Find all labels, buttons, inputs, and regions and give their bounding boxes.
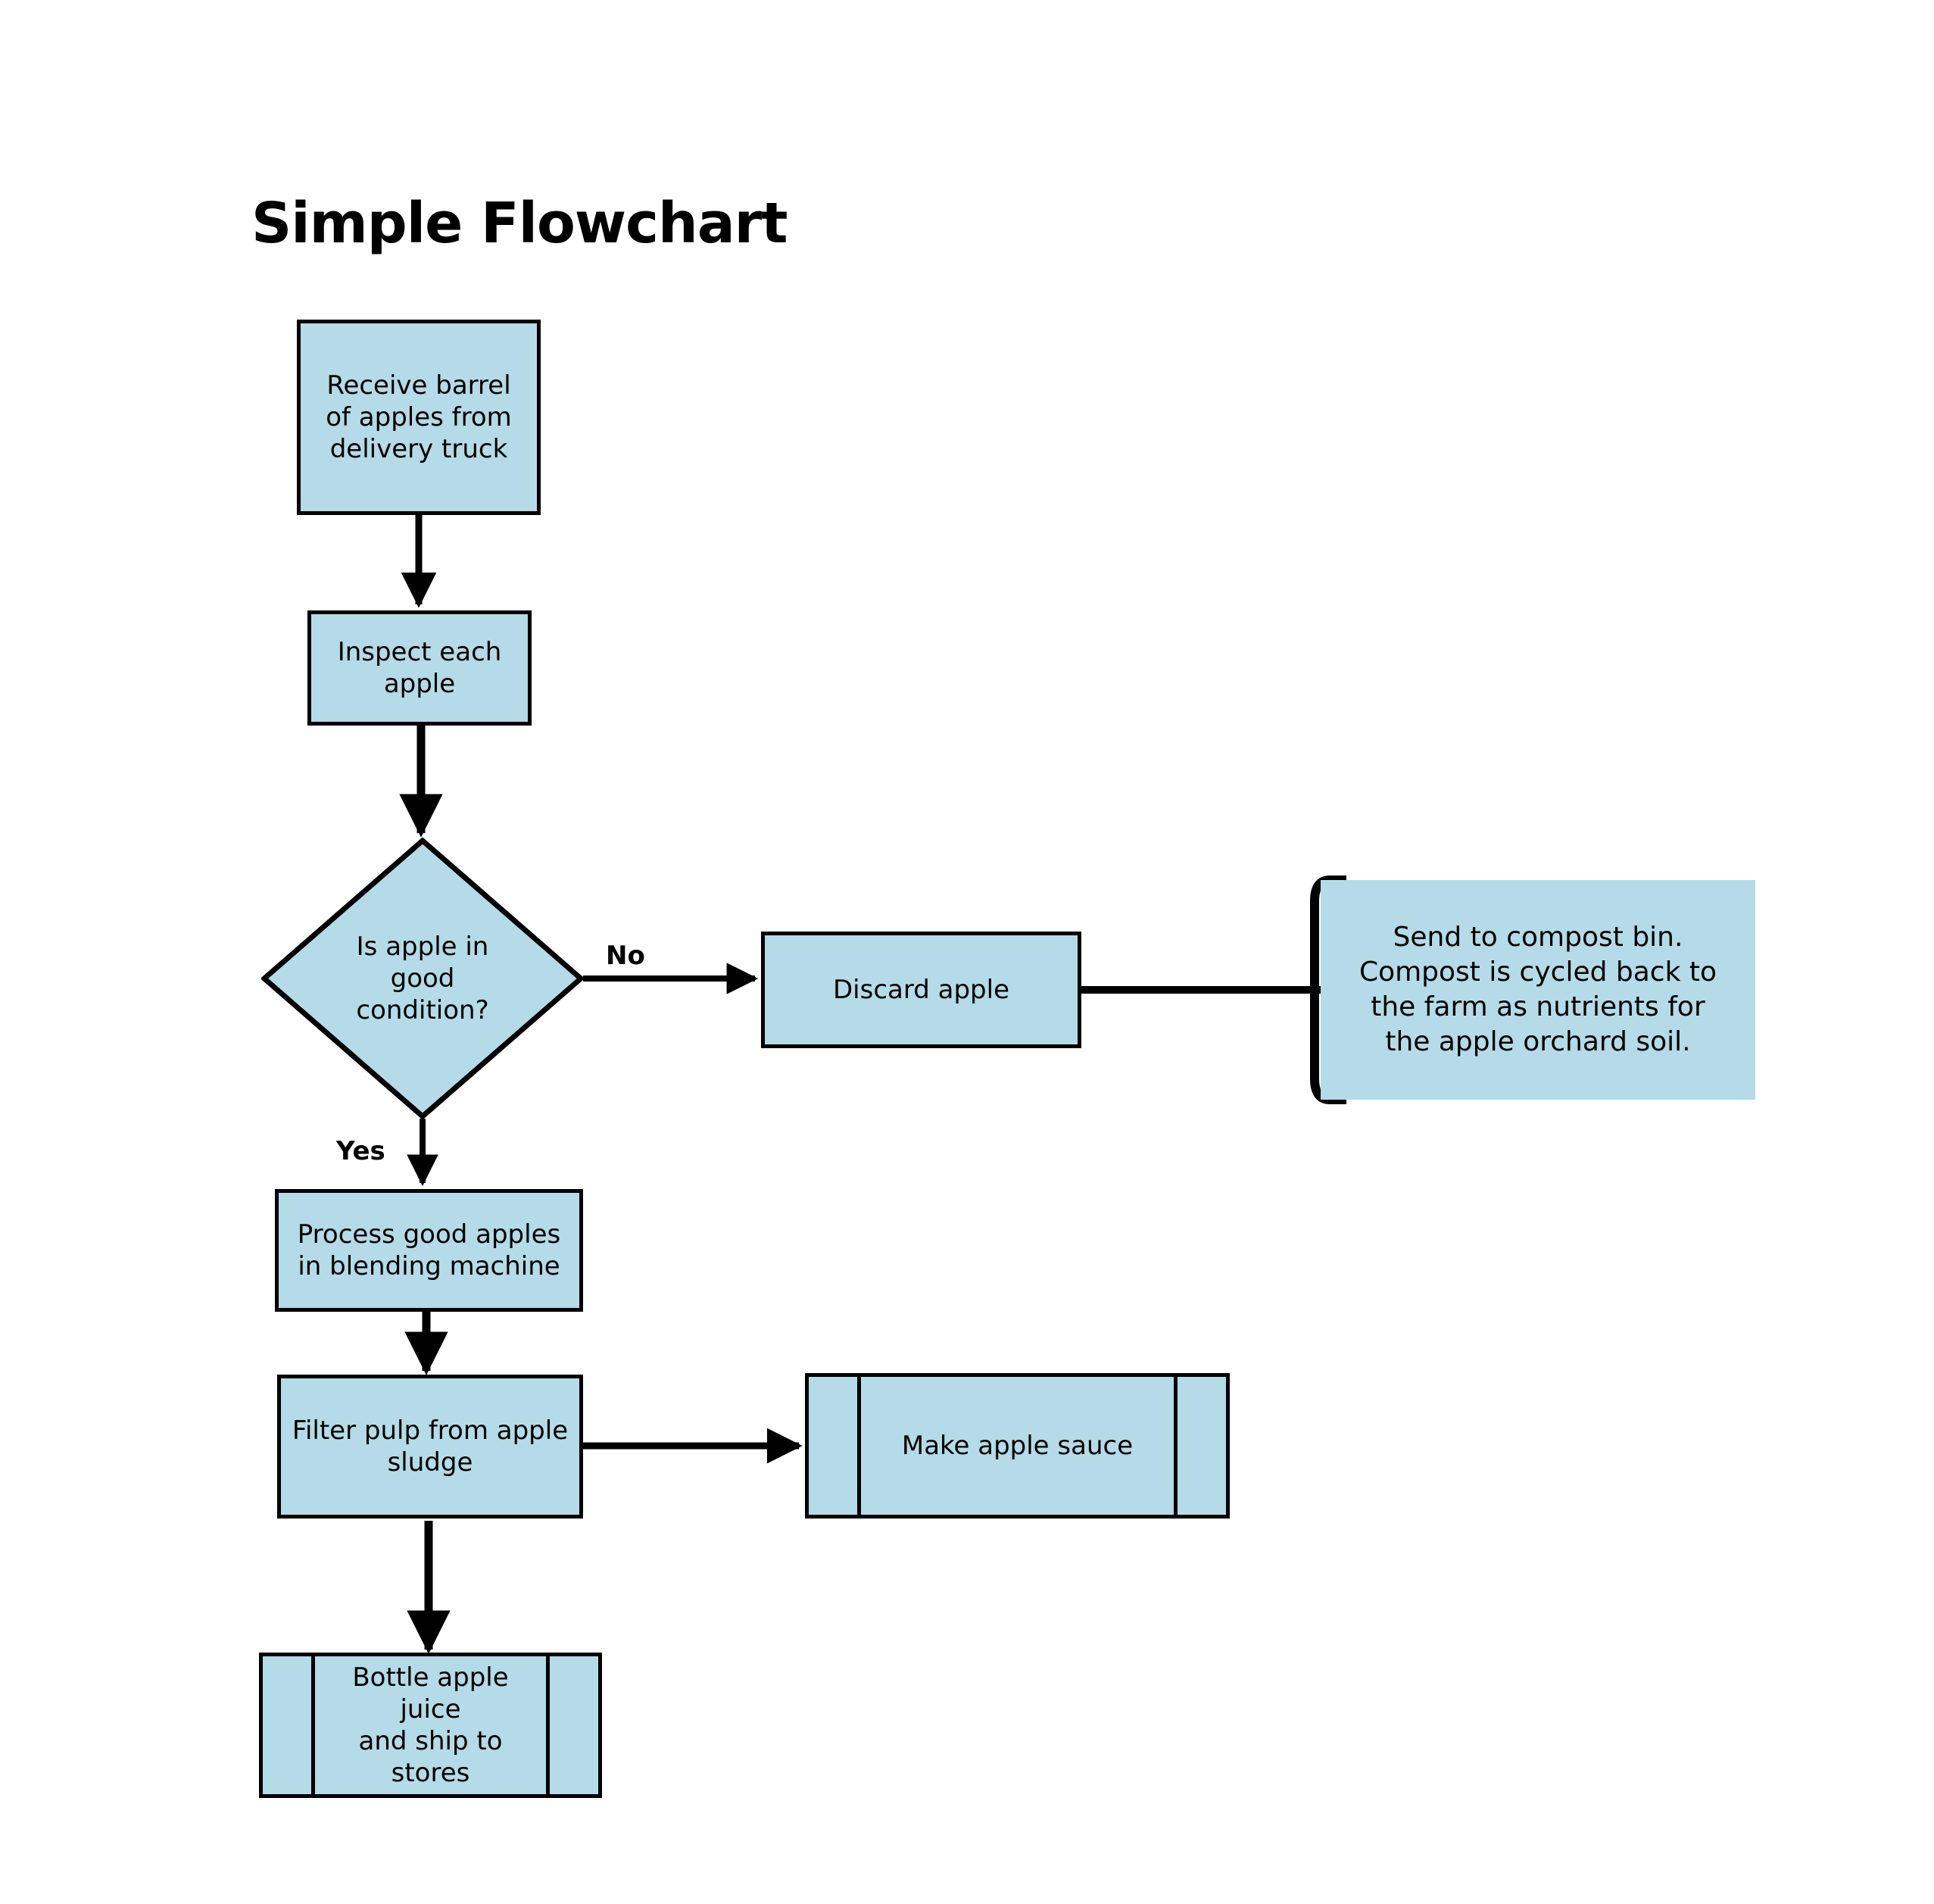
node-decision-apple-condition[interactable]: Is apple in good condition? xyxy=(261,838,584,1119)
node-decision-apple-condition-label: Is apple in good condition? xyxy=(356,931,489,1026)
node-bottle-apple-juice[interactable]: Bottle apple juice and ship to stores xyxy=(259,1653,602,1798)
node-make-apple-sauce[interactable]: Make apple sauce xyxy=(805,1373,1230,1519)
node-receive-barrel-label: Receive barrel of apples from delivery t… xyxy=(326,370,512,465)
node-filter-pulp-label: Filter pulp from apple sludge xyxy=(292,1415,569,1478)
node-bottle-apple-juice-label: Bottle apple juice and ship to stores xyxy=(352,1662,509,1789)
subprocess-bar-right xyxy=(546,1656,550,1794)
node-filter-pulp[interactable]: Filter pulp from apple sludge xyxy=(277,1375,583,1519)
subprocess-bar-right xyxy=(1174,1377,1178,1515)
node-receive-barrel[interactable]: Receive barrel of apples from delivery t… xyxy=(297,320,541,515)
node-process-good-apples[interactable]: Process good apples in blending machine xyxy=(275,1189,583,1312)
node-make-apple-sauce-label: Make apple sauce xyxy=(901,1430,1134,1461)
edge-label-no: No xyxy=(606,941,645,971)
subprocess-bar-left xyxy=(311,1656,315,1794)
node-discard-apple[interactable]: Discard apple xyxy=(761,932,1081,1048)
node-compost-note[interactable]: Send to compost bin. Compost is cycled b… xyxy=(1321,880,1755,1100)
node-process-good-apples-label: Process good apples in blending machine xyxy=(297,1219,561,1281)
node-compost-note-label: Send to compost bin. Compost is cycled b… xyxy=(1358,921,1717,1058)
subprocess-bar-left xyxy=(857,1377,861,1515)
edge-label-yes: Yes xyxy=(336,1136,385,1166)
node-inspect-each-apple-label: Inspect each apple xyxy=(337,636,502,699)
diamond-shape xyxy=(261,838,584,1119)
node-inspect-each-apple[interactable]: Inspect each apple xyxy=(307,610,532,726)
node-discard-apple-label: Discard apple xyxy=(832,974,1009,1005)
page-title: Simple Flowchart xyxy=(251,191,788,256)
